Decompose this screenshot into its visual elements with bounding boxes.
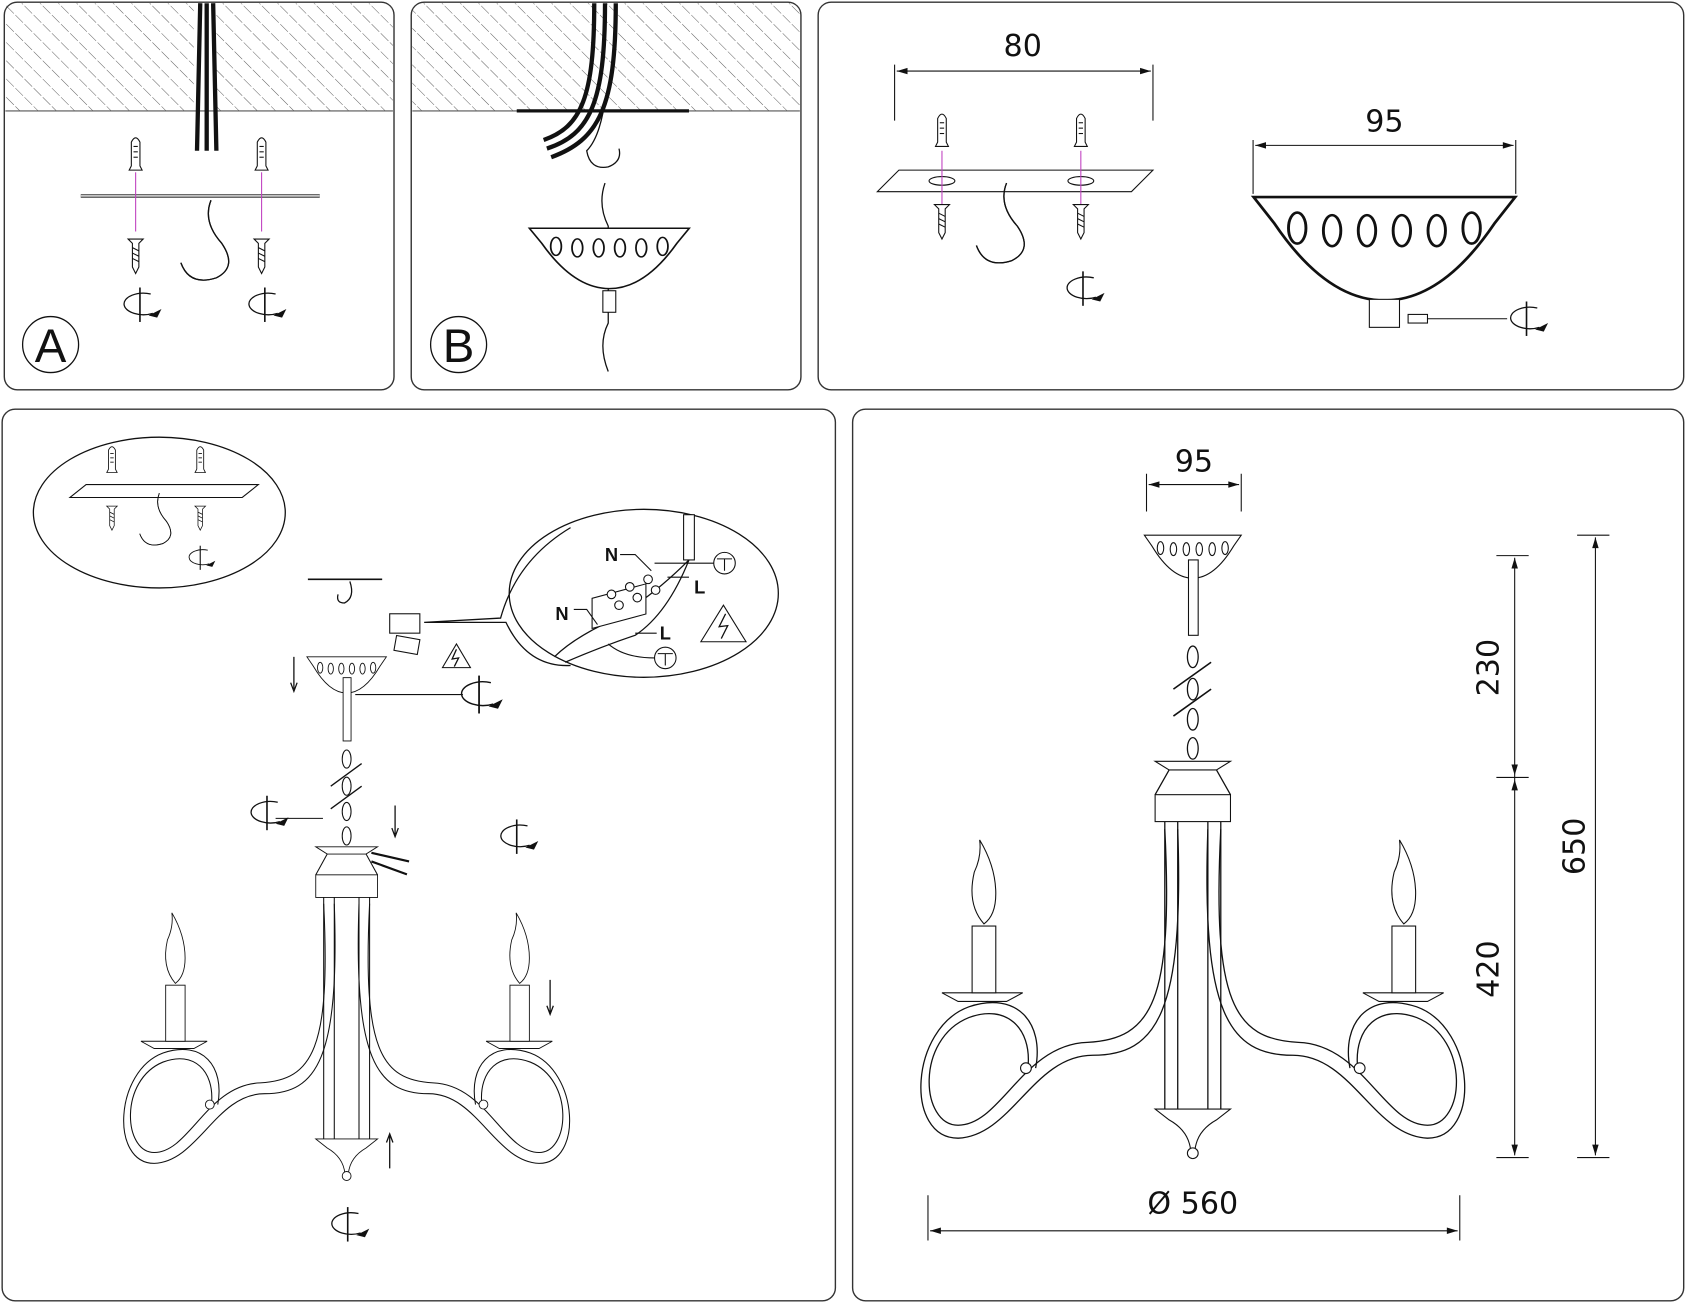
panel-mounting-dimensions: 80 95 [817,1,1685,391]
chain-height-dimension: 230 [1472,639,1507,697]
total-height-dimension: 650 [1558,818,1593,876]
panel-dimensions: 95 230 420 650 Ø 560 [851,408,1685,1302]
panel-b: B [410,1,802,391]
cable-icon [194,3,219,151]
anchor-icon [1073,113,1088,147]
wire-label-n: N [555,603,568,624]
ground-icon [713,551,736,575]
terminal-block-icon [591,574,661,630]
terminal-block-icon [389,613,421,634]
wire-label-l: L [660,623,671,644]
anchor-icon [254,137,269,171]
anchor-icon [128,137,143,171]
anchor-icon [934,113,949,147]
inset-mounting [32,436,286,589]
wire-label-n: N [605,544,618,565]
warning-icon [441,642,472,669]
plate-width-label: 80 [1004,29,1042,64]
step-badge [21,315,80,374]
wiring-inset: N N L L [508,508,779,678]
diameter-dimension: Ø 560 [1147,1187,1238,1222]
body-height-dimension: 420 [1472,940,1507,998]
panel-assembly: N N L L [1,408,837,1302]
wire-label-l: L [694,576,705,597]
ground-icon [653,646,677,670]
warning-icon [699,604,748,643]
canopy-width-label: 95 [1365,104,1403,139]
panel-a: A [3,1,395,391]
step-badge [429,315,488,374]
canopy-width-dimension: 95 [1175,445,1213,480]
step-label-a: A [35,320,67,373]
step-label-b: B [443,320,475,373]
